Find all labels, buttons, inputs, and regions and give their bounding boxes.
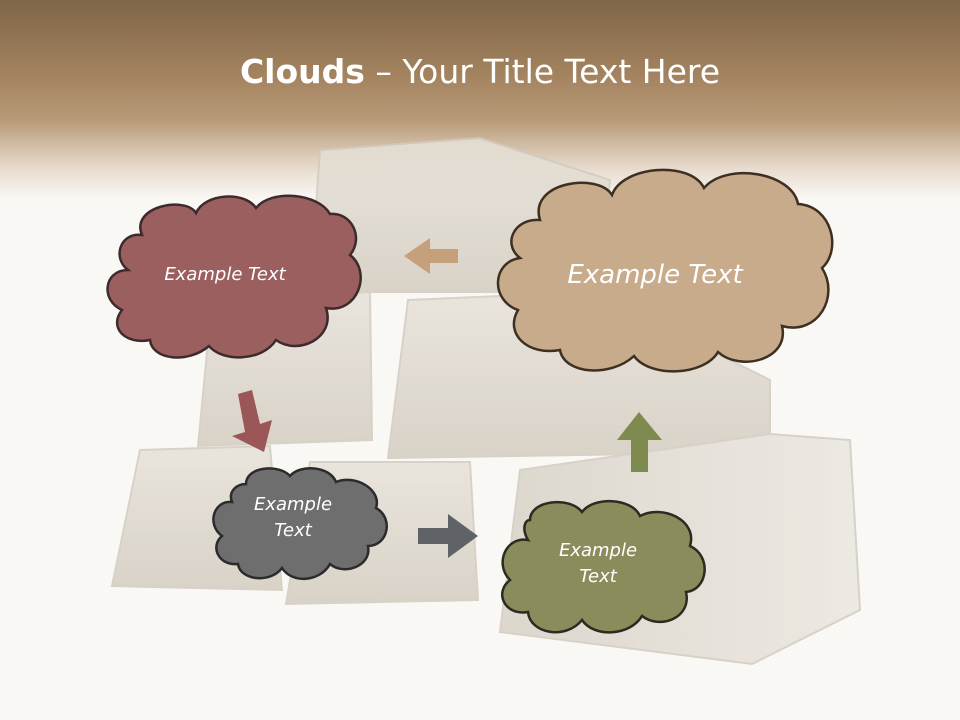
cloud-olive-text: Example Text <box>558 540 638 588</box>
cloud-gray <box>212 467 388 581</box>
cloud-olive <box>500 499 706 634</box>
up-arrow <box>617 412 662 472</box>
cloud-red-text: Example Text <box>164 264 286 285</box>
down-arrow <box>232 390 272 452</box>
slide-title: Clouds – Your Title Text Here <box>0 52 960 91</box>
cloud-tan-text: Example Text <box>567 260 743 290</box>
cloud-tan <box>496 168 834 373</box>
cloud-red <box>106 194 362 359</box>
left-arrow <box>404 238 458 274</box>
right-arrow <box>418 514 478 558</box>
title-rest: – Your Title Text Here <box>364 52 721 91</box>
cloud-gray-text: Example Text <box>253 494 333 542</box>
title-bold: Clouds <box>239 52 365 91</box>
